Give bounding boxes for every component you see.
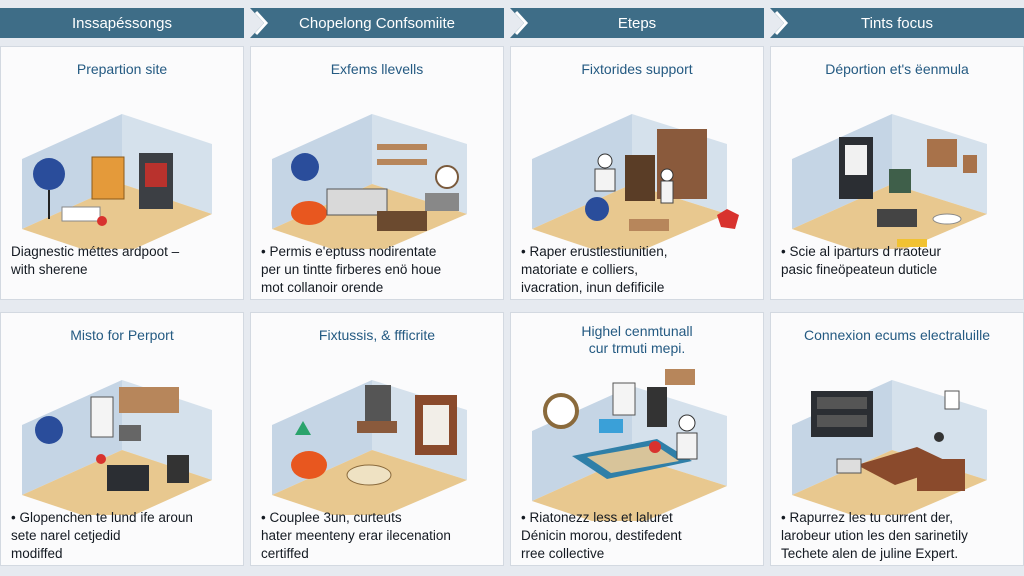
chevron-right-icon [514,10,529,36]
room-illustration [792,114,987,249]
tools-icon [377,211,427,231]
description-line: per un tintte firberes enö houe [261,262,442,277]
card-description: • Raper erustlestiunitien, matoriate e c… [521,243,757,297]
description-line: mot collanoir orende [261,280,384,295]
card-description: • Couplee 3un, curteuts hater meenteny e… [261,509,497,563]
card-description: Diagnestic méttes ardpoot – with sherene [11,243,237,279]
tools-icon [932,213,962,225]
person-icon [678,414,696,432]
description-line: pasic fineöpeateun duticle [781,262,938,277]
room-illustration [22,380,212,515]
description-line: Techete alen de juline Expert. [781,546,959,561]
description-line: • Riatonezz less et laluret [521,510,673,525]
description-line: • Rapurrez les tu current der, [781,510,954,525]
room-illustration [792,380,987,515]
step-card: Highel cenmtunall cur trmuti mepi. • Ria… [510,312,764,566]
description-line: certiffed [261,546,309,561]
step-card: Fixtussis, & ffficrite • Couplee 3un, cu… [250,312,504,566]
header-tab[interactable]: Eteps [510,8,764,38]
header-tab[interactable]: Inssapéssongs [0,8,244,38]
description-line: with sherene [11,262,88,277]
description-line: larobeur ution les den sarinetily [781,528,968,543]
room-illustration [22,114,212,249]
card-title: Prepartion site [76,61,168,77]
step-card: Exfems llevells • Permis e'eptuss nodire… [250,46,504,300]
tools-icon [346,464,392,486]
room-illustration [532,114,739,249]
header-tab[interactable]: Chopelong Confsomiite [250,8,504,38]
warning-sign-icon [97,216,107,226]
card-title: Fixtussis, & ffficrite [318,327,436,343]
globe-icon [33,158,65,190]
room-illustration [272,380,467,515]
person-icon [597,153,613,169]
step-card: Fixtorides support • Raper erustlestiuni… [510,46,764,300]
card-description: • Rapurrez les tu current der, larobeur … [781,509,1017,563]
step-card: Connexion ecums electraluille • Rapurrez… [770,312,1024,566]
description-line: • Scie al iparturs d rraoteur [781,244,942,259]
header-tab-label: Tints focus [861,14,933,32]
step-card: Misto for Perport • Glopenchen te lund i… [0,312,244,566]
description-line: Dénicin morou, destifedent [521,528,682,543]
description-line: rree collective [521,546,605,561]
description-line: • Glopenchen te lund ife aroun [11,510,193,525]
card-title: Exfems llevells [330,61,424,77]
step-card: Déportion et's ëenmula • Scie al ipartur… [770,46,1024,300]
step-card: Prepartion site Diagnestic méttes ardpoo… [0,46,244,300]
header-tab-label: Eteps [617,14,657,32]
globe-icon [291,153,319,181]
card-description: • Scie al iparturs d rraoteur pasic fine… [781,243,1017,279]
card-description: • Riatonezz less et laluret Dénicin moro… [521,509,757,563]
card-title: Highel cenmtunall cur trmuti mepi. [581,323,693,356]
tools-icon [836,458,862,474]
warning-sign-icon [295,421,311,435]
warning-sign-icon [96,454,106,464]
warning-sign-icon [717,209,739,229]
description-line: • Couplee 3un, curteuts [261,510,402,525]
room-illustration [532,369,727,521]
card-title: Connexion ecums electraluille [804,327,990,343]
description-line: modiffed [11,546,63,561]
card-title: Déportion et's ëenmula [825,61,969,77]
card-description: • Permis e'eptuss nodirentate per un tin… [261,243,497,297]
chevron-right-icon [774,10,789,36]
chevron-right-icon [254,10,269,36]
card-title: Fixtorides support [581,61,693,77]
warning-sign-icon [649,441,661,453]
header-tab-label: Chopelong Confsomiite [299,14,455,32]
description-line: matoriate e colliers, [521,262,639,277]
header-tab-label: Inssapéssongs [71,14,173,32]
description-line: • Raper erustlestiunitien, [521,244,668,259]
description-line: ivacration, inun defificile [521,280,665,295]
description-line: • Permis e'eptuss nodirentate [261,244,437,259]
header-bar: Inssapéssongs Chopelong Confsomiite Etep… [0,8,1024,38]
description-line: hater meenteny erar ilecenation [261,528,451,543]
globe-icon [35,416,63,444]
furniture-icon [91,156,125,200]
header-tab[interactable]: Tints focus [770,8,1024,38]
card-description: • Glopenchen te lund ife aroun sete nare… [11,509,237,563]
description-line: sete narel cetjedid [11,528,121,543]
room-illustration [272,114,467,249]
card-title: Misto for Perport [70,327,174,343]
description-line: Diagnestic méttes ardpoot – [11,244,180,259]
